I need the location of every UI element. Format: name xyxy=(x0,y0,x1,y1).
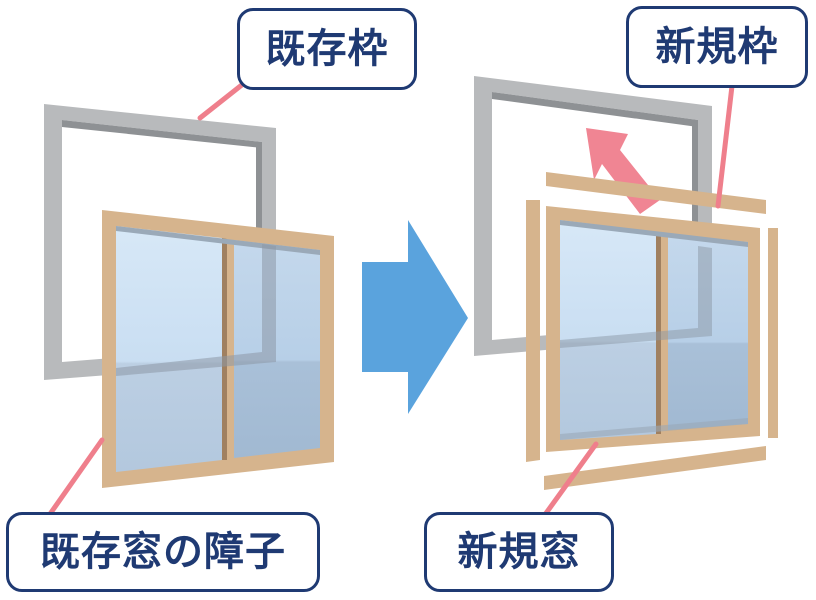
existing-sash-left xyxy=(102,210,334,488)
existing-sash-pane-right xyxy=(234,240,320,458)
new-frame-left xyxy=(526,200,540,462)
existing-frame-inner-shadow xyxy=(62,120,262,148)
new-sash-top-shadow xyxy=(560,220,748,247)
leader-new-window xyxy=(541,441,599,519)
new-sash-pane-left xyxy=(560,220,656,440)
right-arrow-icon xyxy=(362,220,468,414)
leader-existing-frame xyxy=(197,81,246,121)
new-frame-top xyxy=(546,172,766,214)
new-window-sash xyxy=(546,206,760,452)
existing-frame-right-inner-shadow xyxy=(492,92,698,127)
new-frame-right xyxy=(768,228,778,438)
existing-sash-pane-left xyxy=(116,226,222,472)
label-new-window: 新規窓 xyxy=(424,512,614,592)
leader-new-frame xyxy=(715,83,735,209)
leader-existing-sash xyxy=(47,437,105,517)
label-existing-frame: 既存枠 xyxy=(237,8,417,90)
label-existing-sash: 既存窓の障子 xyxy=(6,512,320,592)
new-frame-bottom xyxy=(544,446,766,490)
label-new-frame: 新規枠 xyxy=(626,6,808,88)
existing-sash-mullion-shadow xyxy=(222,238,227,460)
new-sash-bottom-shadow xyxy=(560,418,748,440)
existing-frame-through-glass xyxy=(116,244,276,376)
